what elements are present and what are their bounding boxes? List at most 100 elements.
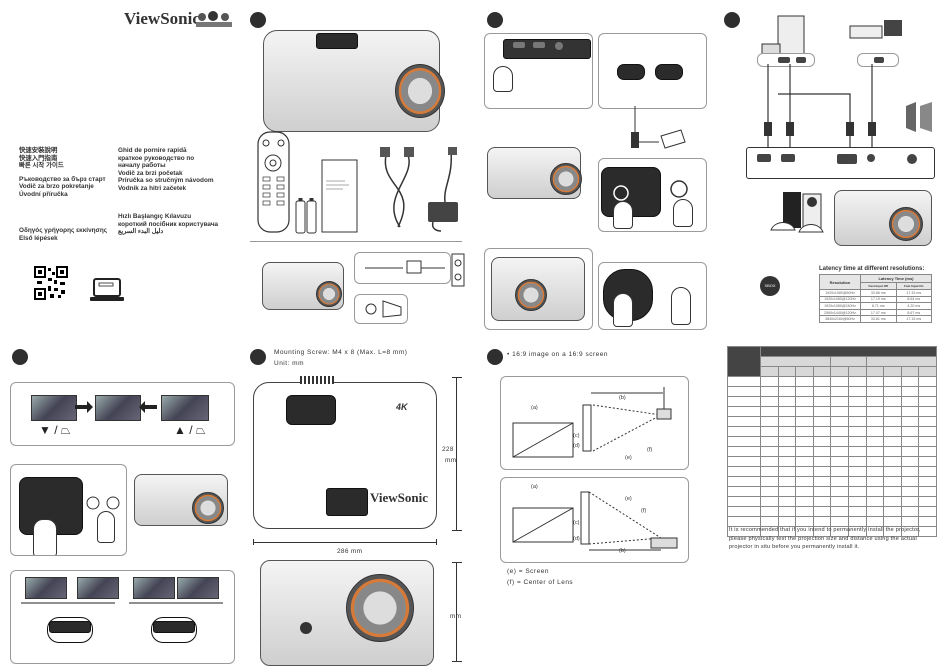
projector-control-panel <box>316 33 358 49</box>
connection-cables <box>750 64 920 154</box>
table-row <box>727 496 937 507</box>
laptop-icon <box>90 277 124 303</box>
keypad-box <box>10 464 127 556</box>
table-row <box>727 396 937 407</box>
step-number-3: 3 <box>724 12 740 28</box>
keystone-down-label: ▼ / ⏢ <box>39 423 71 437</box>
rear-ports-box <box>484 33 593 109</box>
recommendation-text: It is recommended that if you intend to … <box>729 527 921 550</box>
latency-sub-off: Fast Input Off <box>860 282 897 290</box>
languages-col1: 快速安裝說明 快速入門指南 빠른 시작 가이드 Ръководство за б… <box>19 147 106 199</box>
outlet-icon <box>451 253 465 287</box>
languages-col2: Ghid de pornire rapidă краткое руководст… <box>118 147 214 193</box>
projection-size-table <box>727 346 938 537</box>
lens-cap-box <box>484 248 593 330</box>
panel-divider <box>250 241 462 242</box>
height-dim-line <box>452 377 462 531</box>
table-row <box>727 456 937 467</box>
step-number-5: 5 <box>250 349 266 365</box>
latency-col-resolution: Resolution <box>819 274 861 290</box>
bottom-brand-logo: ViewSonic <box>370 490 429 505</box>
media-player-icon <box>848 16 904 52</box>
side-dim-line <box>452 562 462 662</box>
lang-zh-cn: 快速入門指南 <box>19 154 58 162</box>
xbox-badge-icon: XBOX <box>760 276 780 296</box>
table-row <box>727 476 937 487</box>
source-port-box-1 <box>757 53 815 67</box>
lang-ru-2: началу работы <box>118 162 166 170</box>
table-row <box>727 486 937 497</box>
projector-setup-lens <box>316 281 342 307</box>
source-port-box-2 <box>857 53 899 67</box>
speakers-icon <box>904 100 934 134</box>
power-button-box <box>354 294 408 324</box>
table-row <box>727 426 937 437</box>
label-d-1: (d) <box>573 443 580 449</box>
floor-diagram-box: (a) (e) (f) (c) (d) (b) <box>500 477 689 563</box>
step-number-1: 1 <box>250 12 266 28</box>
lang-hu: Első lépések <box>19 234 58 242</box>
focus-zoom-box <box>10 570 235 664</box>
step-number-6: 6 <box>487 349 503 365</box>
projector-power-lens <box>550 163 582 195</box>
projector-front-lens <box>346 574 414 642</box>
power-adapter-icon <box>423 147 465 233</box>
projector-connect-lens <box>889 207 923 241</box>
lang-cs: Úvodní příručka <box>19 190 68 198</box>
label-c-2: (c) <box>573 520 580 526</box>
table-row <box>727 406 937 417</box>
lang-ru-1: краткое руководство по <box>118 154 195 162</box>
qr-code-icon <box>34 266 68 300</box>
lang-bg: Ръководство за бърз старт <box>19 175 106 183</box>
latency-title: Latency time at different resolutions: <box>819 266 925 272</box>
mounting-unit-text: Unit: mm <box>274 360 304 367</box>
ceiling-diagram-box: (a) (b) (c) (d) (e) (f) <box>500 376 689 470</box>
label-c-1: (c) <box>573 433 580 439</box>
remote-control-icon <box>257 131 290 233</box>
rear-ports-zoom-box <box>598 33 707 109</box>
brand-logo: ViewSonic <box>124 9 200 28</box>
lang-tr: Hızlı Başlangıç Kılavuzu <box>118 213 192 220</box>
lang-hr: Vodič za brzo pokretanje <box>19 183 94 191</box>
projection-title: • 16:9 image on a 16:9 screen <box>507 351 608 358</box>
table-row <box>727 506 937 517</box>
height-dim-unit: mm <box>445 457 457 464</box>
table-row <box>727 516 937 527</box>
step-number-4: 4 <box>12 349 28 365</box>
bottom-vent <box>300 376 334 384</box>
table-row <box>727 446 937 457</box>
label-d-2: (d) <box>573 536 580 542</box>
height-dim-value: 228 <box>442 446 454 453</box>
lang-sl: Vodnik za hitri začetek <box>118 184 187 192</box>
bottom-keypad <box>326 488 368 516</box>
label-e-2: (e) <box>625 496 632 502</box>
projector-lens <box>395 64 445 118</box>
label-b-2: (b) <box>619 548 626 554</box>
languages-col4: Hızlı Başlangıç Kılavuzu короткий посібн… <box>118 213 218 236</box>
table-row <box>727 466 937 477</box>
label-b-1: (b) <box>619 395 626 401</box>
front-xbox-icon <box>300 622 312 634</box>
power-connect-box <box>354 252 451 284</box>
game-consoles-icon <box>769 190 829 240</box>
bottom-lens-window <box>286 395 336 425</box>
legend-lens-center: (f) = Center of Lens <box>507 579 574 586</box>
projector-keystone-lens <box>192 492 224 524</box>
lang-ro: Ghid de pornire rapidă <box>118 147 187 154</box>
lang-ar: دليل البدء السريع <box>118 228 164 236</box>
table-row <box>727 416 937 427</box>
width-dim-line <box>253 539 437 545</box>
power-off-box <box>598 262 707 330</box>
width-dim-value: 286 mm <box>337 548 363 555</box>
legend-screen: (e) = Screen <box>507 568 549 575</box>
lang-uk: короткий посібник користувача <box>118 220 219 228</box>
lang-ko: 빠른 시작 가이드 <box>19 162 64 170</box>
side-dim-unit: mm <box>450 613 462 620</box>
table-row <box>727 436 937 447</box>
power-cord-icon <box>378 147 418 233</box>
lang-el: Οδηγός γρήγορης εκκίνησης <box>19 227 108 234</box>
table-row <box>727 386 937 397</box>
